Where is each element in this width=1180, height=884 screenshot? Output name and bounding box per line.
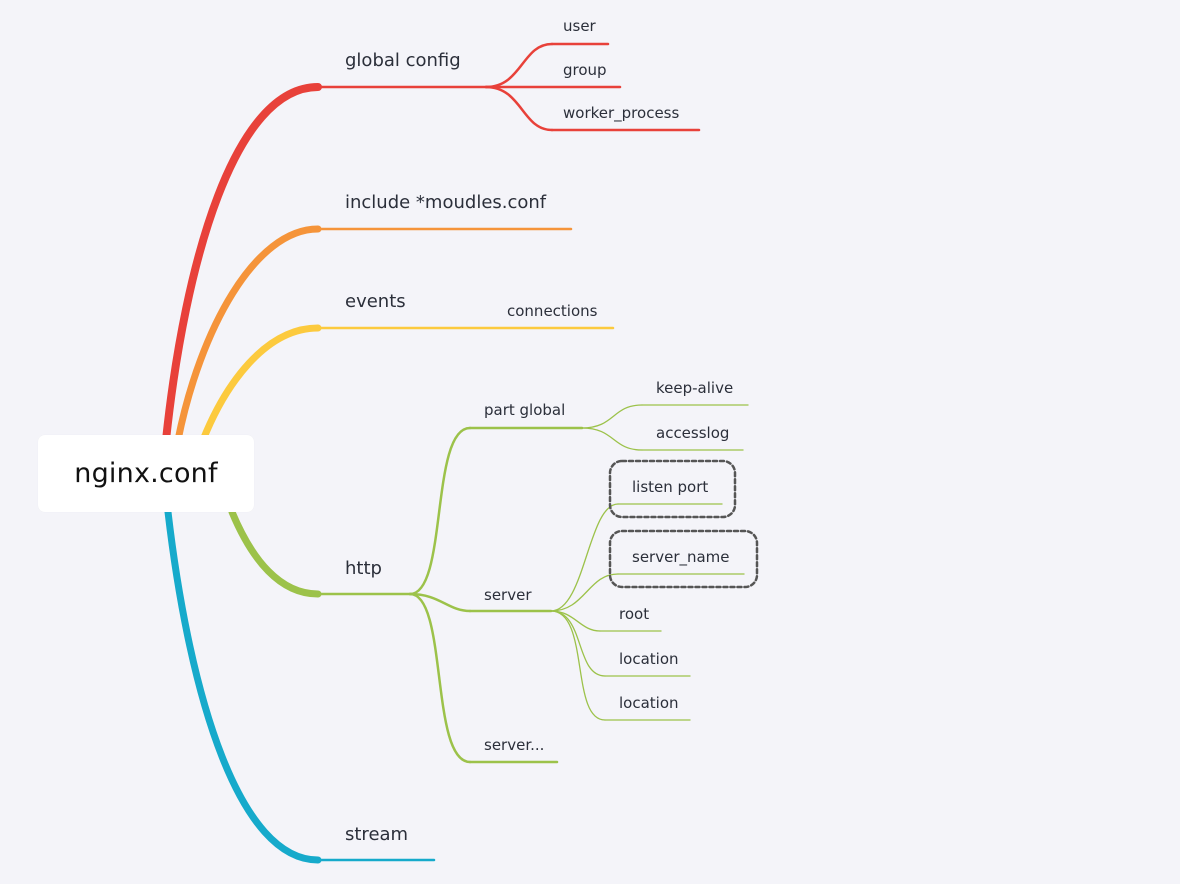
connector-location-1 bbox=[550, 610, 606, 677]
root-label: nginx.conf bbox=[74, 458, 218, 489]
highlight-box-listen-port bbox=[608, 459, 737, 519]
node-listen-port[interactable]: listen port bbox=[632, 478, 709, 496]
connector-root bbox=[550, 610, 601, 632]
branch-connector-global-config bbox=[162, 83, 322, 444]
connector-server-name bbox=[550, 573, 619, 612]
connector-server-more bbox=[408, 592, 472, 764]
highlight-box-server-name bbox=[608, 529, 759, 589]
node-accesslog[interactable]: accesslog bbox=[656, 424, 730, 442]
node-events[interactable]: events bbox=[345, 291, 406, 312]
connector-worker-process bbox=[484, 85, 554, 132]
node-location-2[interactable]: location bbox=[619, 694, 679, 712]
connector-location-2 bbox=[550, 610, 606, 721]
node-root[interactable]: root bbox=[619, 605, 650, 623]
node-part-global[interactable]: part global bbox=[484, 401, 566, 419]
node-server[interactable]: server bbox=[484, 586, 532, 604]
connector-accesslog bbox=[581, 427, 643, 451]
node-connections[interactable]: connections bbox=[507, 302, 598, 320]
connector-user bbox=[484, 42, 554, 89]
connector-part-global bbox=[408, 426, 472, 596]
node-keep-alive[interactable]: keep-alive bbox=[656, 379, 734, 397]
node-server-name[interactable]: server_name bbox=[632, 548, 730, 566]
connector-keep-alive bbox=[581, 404, 643, 429]
branch-connector-http bbox=[228, 508, 322, 598]
node-include[interactable]: include *moudles.conf bbox=[345, 192, 547, 213]
node-worker-process[interactable]: worker_process bbox=[563, 104, 680, 122]
root-node[interactable]: nginx.conf bbox=[38, 435, 254, 512]
node-stream[interactable]: stream bbox=[345, 824, 409, 845]
connector-server bbox=[408, 592, 472, 613]
branch-connector-stream bbox=[164, 508, 322, 864]
node-location-1[interactable]: location bbox=[619, 650, 679, 668]
node-group[interactable]: group bbox=[563, 61, 607, 79]
connector-listen-port bbox=[550, 503, 619, 612]
node-user[interactable]: user bbox=[563, 17, 596, 35]
branch-connector-include bbox=[174, 225, 322, 444]
node-server-more[interactable]: server... bbox=[484, 736, 545, 754]
node-global-config[interactable]: global config bbox=[345, 50, 461, 71]
branch-connector-events bbox=[199, 324, 322, 444]
node-http[interactable]: http bbox=[345, 558, 382, 579]
